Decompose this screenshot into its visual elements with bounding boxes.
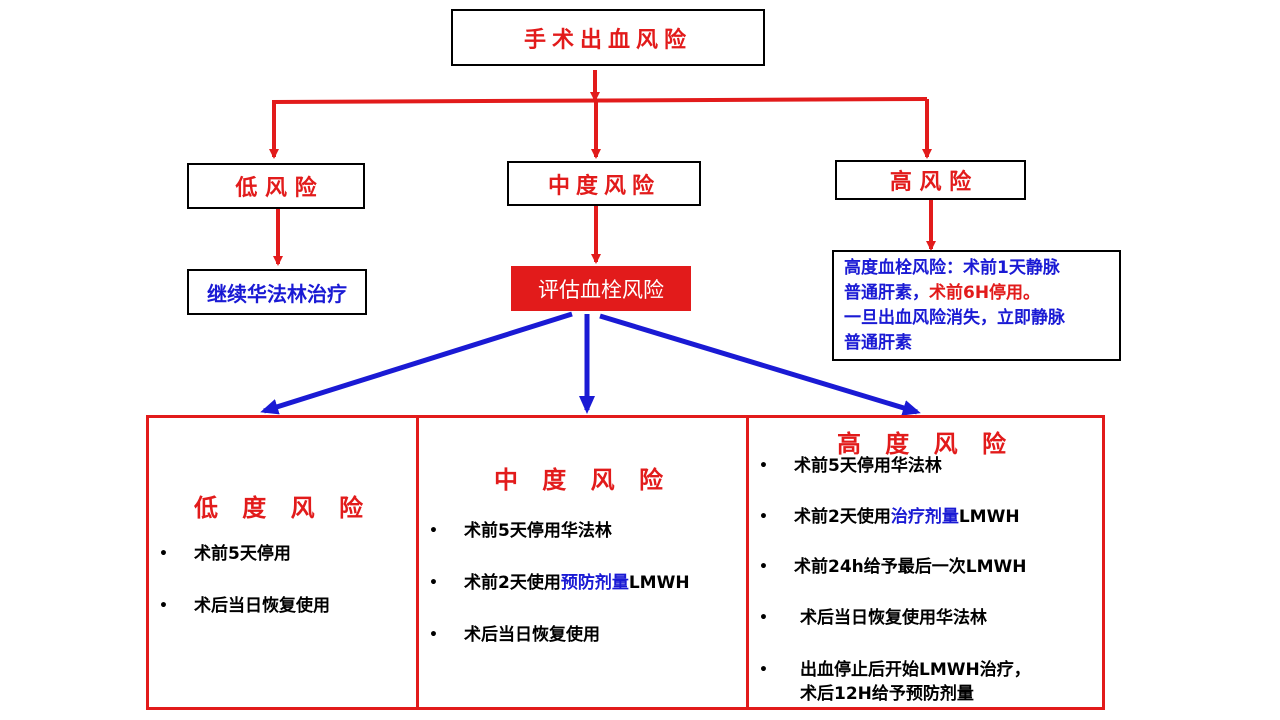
arrow-to-high-panel (599, 313, 921, 416)
low-risk-panel: 低 度 风 险 术前5天停用 术后当日恢复使用 (146, 415, 419, 710)
blue-connectors (260, 311, 921, 416)
list-item: 术前5天停用华法林 (419, 520, 746, 542)
low-risk-label: 低 风 险 (235, 176, 317, 201)
medium-risk-panel-title: 中 度 风 险 (493, 466, 672, 494)
note-line-1: 高度血栓风险：术前1天静脉 (844, 258, 1060, 278)
list-item: 术前24h给予最后一次LMWH (749, 556, 1102, 578)
list-item: 术前5天停用 (149, 543, 416, 565)
low-risk-list: 术前5天停用 术后当日恢复使用 (149, 543, 416, 617)
assess-thrombosis-box: 评估血栓风险 (511, 266, 691, 311)
high-risk-box: 高 风 险 (835, 160, 1026, 200)
note-line-4: 普通肝素 (844, 333, 912, 353)
assess-thrombosis-label: 评估血栓风险 (538, 277, 664, 302)
list-item: 术后当日恢复使用 (149, 595, 416, 617)
top-title: 手术出血风险 (523, 27, 692, 53)
therapeutic-dose-highlight: 治疗剂量 (890, 507, 959, 527)
high-risk-panel-title: 高 度 风 险 (836, 430, 1015, 458)
high-risk-label: 高 风 险 (889, 170, 972, 195)
medium-risk-list: 术前5天停用华法林 术前2天使用预防剂量LMWH 术后当日恢复使用 (419, 520, 746, 646)
medium-risk-box: 中度风险 (507, 161, 701, 206)
prophylactic-dose-highlight: 预防剂量 (560, 573, 629, 593)
list-item: 出血停止后开始LMWH治疗， 术后12H给予预防剂量 (749, 658, 1102, 706)
continue-warfarin-label: 继续华法林治疗 (207, 281, 347, 306)
surgical-bleeding-risk-box: 手术出血风险 (451, 9, 765, 66)
branch-horizontal-line (271, 97, 928, 104)
arrow-to-low-panel (260, 311, 573, 415)
note-line-2: 普通肝素，术前6H停用。 (844, 283, 1041, 303)
list-item: 术前2天使用治疗剂量LMWH (749, 506, 1102, 528)
high-risk-panel: 高 度 风 险 术前5天停用华法林 术前2天使用治疗剂量LMWH 术前24h给予… (746, 415, 1105, 710)
low-risk-panel-title: 低 度 风 险 (193, 494, 372, 522)
list-item: 术后当日恢复使用华法林 (749, 607, 1102, 629)
red-connectors (269, 70, 936, 266)
list-item: 术前5天停用华法林 (749, 455, 1102, 477)
high-thrombosis-note-box: 高度血栓风险：术前1天静脉 普通肝素，术前6H停用。 一旦出血风险消失，立即静脉… (832, 250, 1121, 361)
note-line-3: 一旦出血风险消失，立即静脉 (844, 308, 1065, 328)
low-risk-box: 低 风 险 (187, 163, 365, 209)
medium-risk-panel: 中 度 风 险 术前5天停用华法林 术前2天使用预防剂量LMWH 术后当日恢复使… (416, 415, 749, 710)
list-item: 术前2天使用预防剂量LMWH (419, 572, 746, 594)
continue-warfarin-box: 继续华法林治疗 (187, 269, 367, 315)
medium-risk-label: 中度风险 (547, 173, 660, 199)
high-risk-list: 术前5天停用华法林 术前2天使用治疗剂量LMWH 术前24h给予最后一次LMWH… (749, 455, 1102, 706)
list-item: 术后当日恢复使用 (419, 624, 746, 646)
